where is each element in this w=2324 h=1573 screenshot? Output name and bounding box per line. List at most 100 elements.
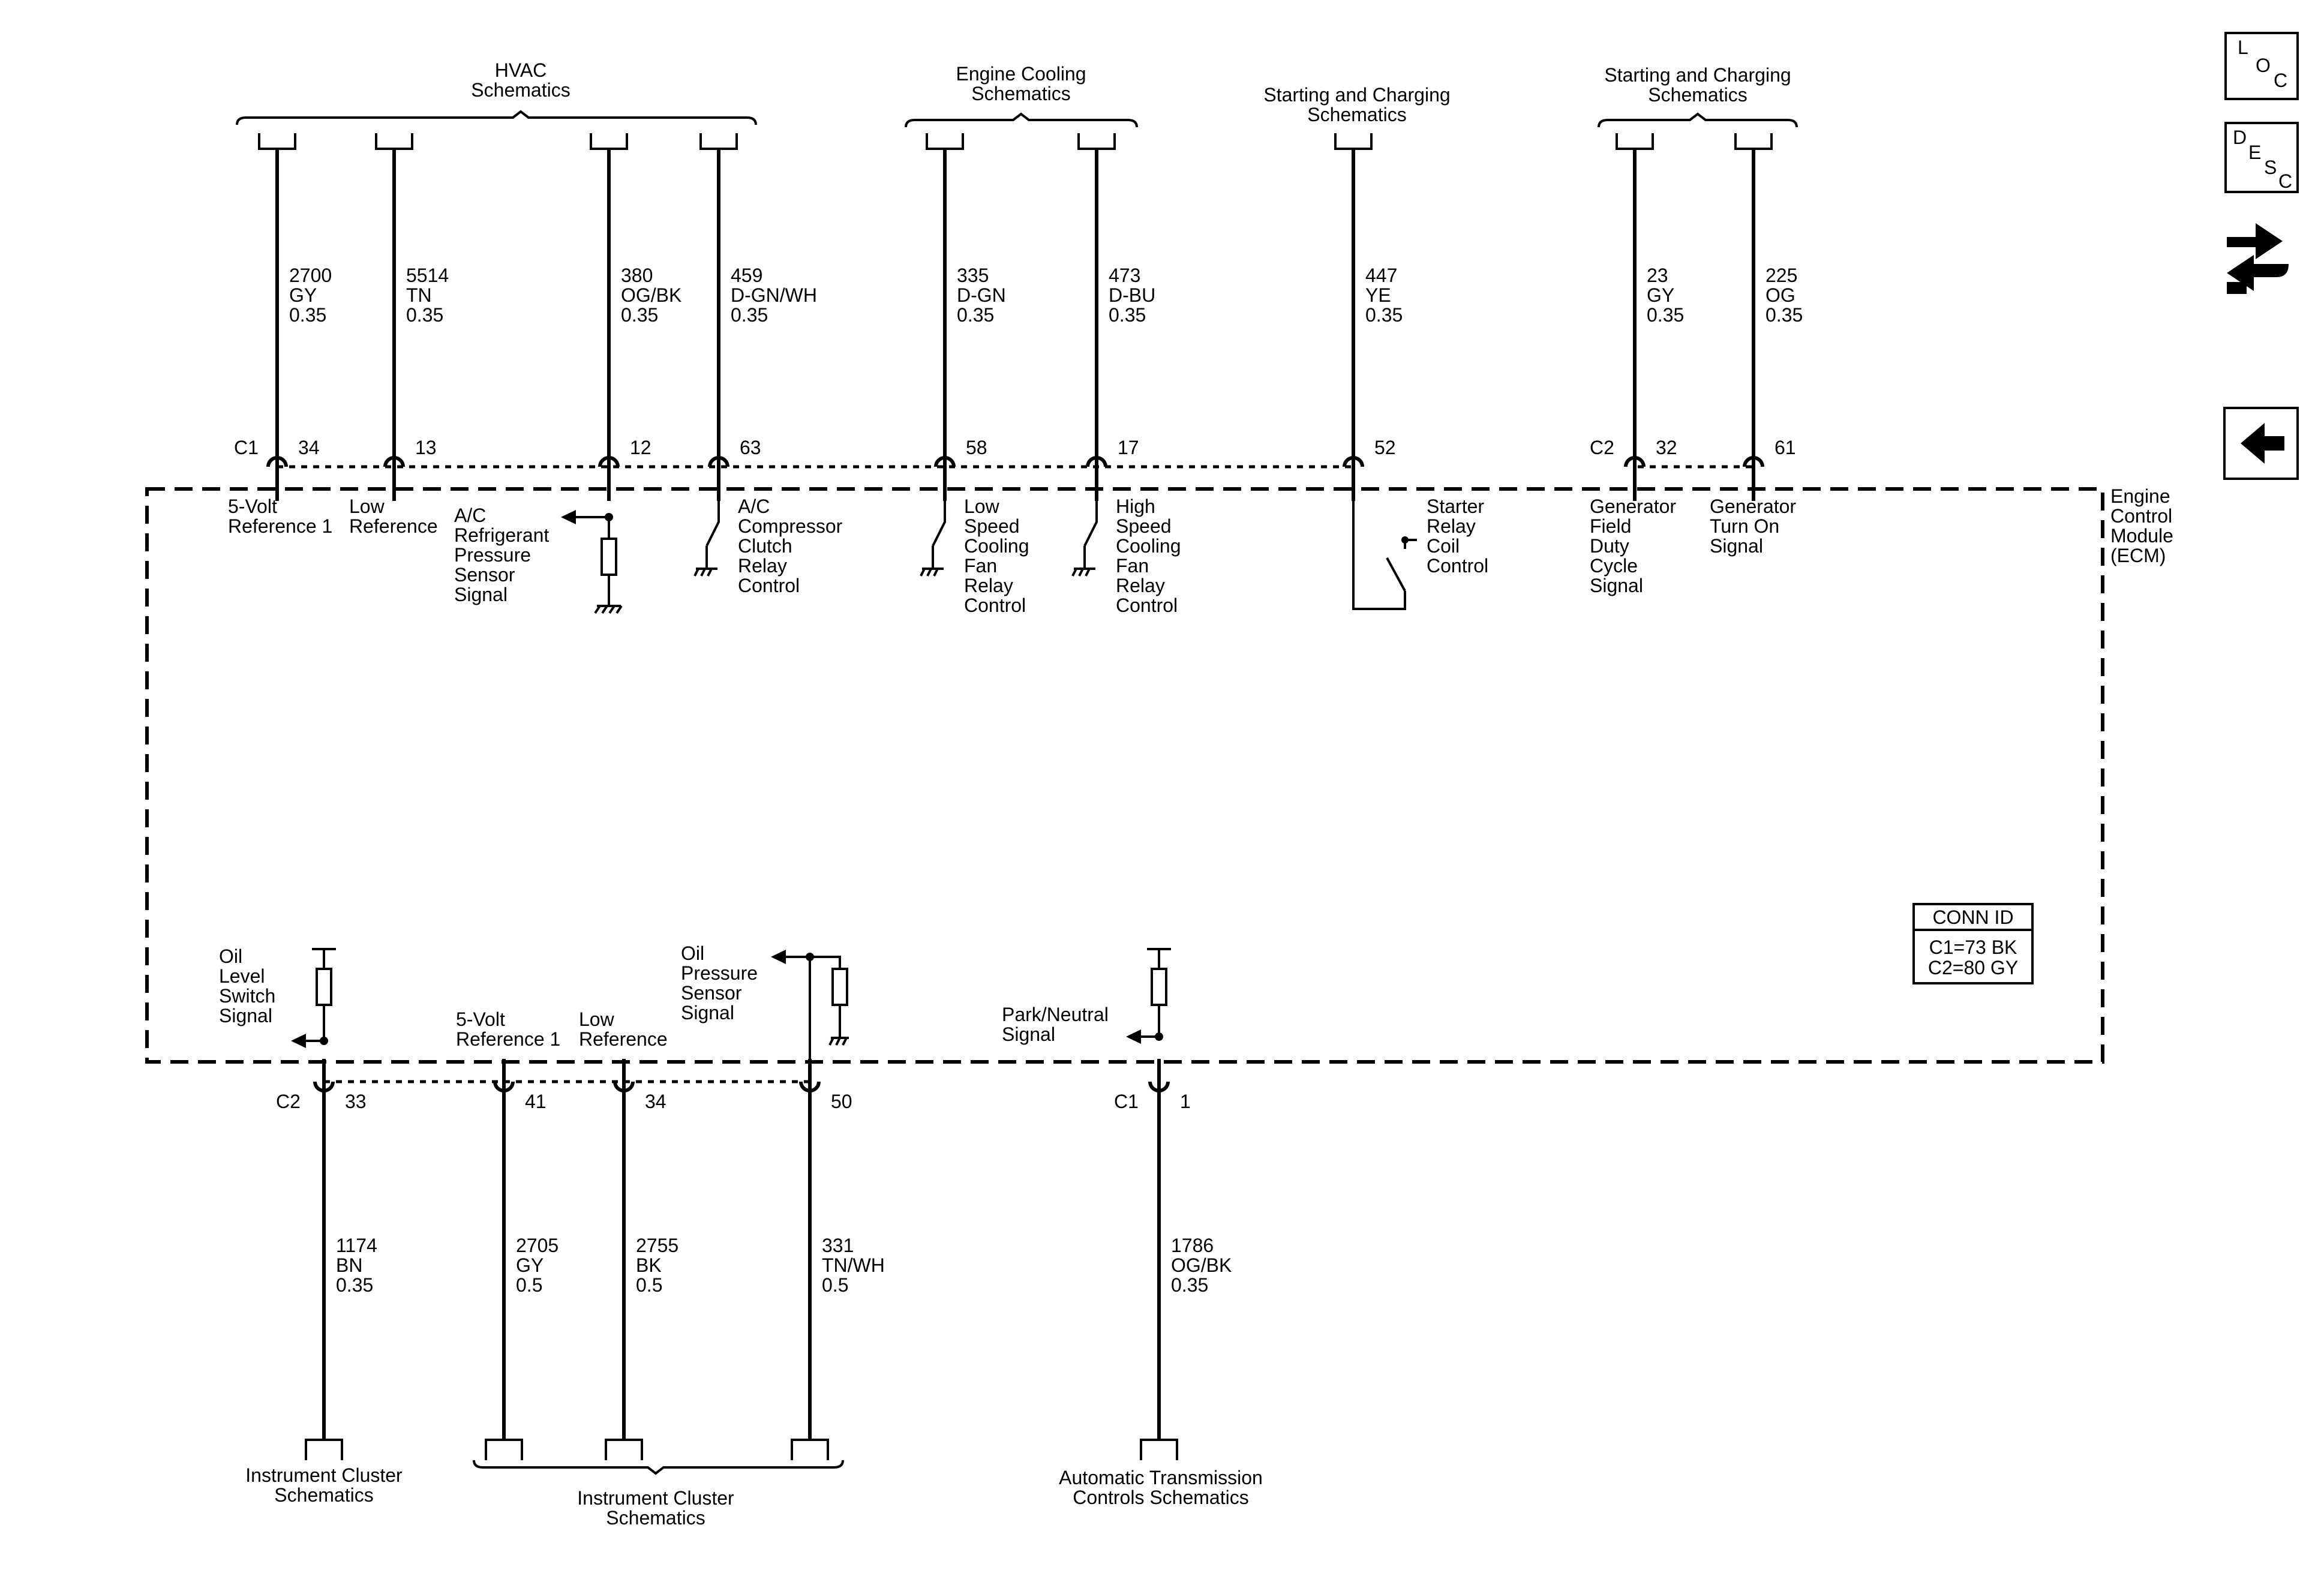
wire-gauge: 0.35 [1171,1274,1208,1296]
wire-gauge: 0.35 [1109,304,1146,326]
svg-text:HVAC: HVAC [495,59,547,81]
wire-color: GY [289,284,317,306]
circuit-number: 1786 [1171,1235,1214,1256]
park-neutral-internal [1126,948,1171,1044]
pin-number: 61 [1774,437,1796,458]
circuit-function: Sensor [681,982,742,1004]
pin-number: 12 [630,437,651,458]
circuit-function: Signal [1710,535,1763,557]
top-connector-c2-label: C2 [1590,437,1614,458]
circuit-function: Signal [454,584,508,605]
engine-cooling-schematics-link[interactable]: Engine Cooling Schematics [905,63,1138,128]
low-speed-fan-relay-driver [920,501,946,577]
oil-level-switch-internal [291,948,336,1048]
wire-color: D-GN/WH [731,284,817,306]
circuit-function: Coil [1427,535,1460,557]
svg-text:Module: Module [2110,525,2173,547]
circuit-function: Park/Neutral [1002,1004,1109,1025]
pin-number: 32 [1656,437,1677,458]
circuit-function: A/C [454,505,486,526]
svg-text:Schematics: Schematics [1307,104,1406,125]
wire-gauge: 0.35 [621,304,658,326]
circuit-function: Reference 1 [456,1028,560,1050]
instrument-cluster-schematics-link-1[interactable]: Instrument Cluster Schematics [245,1464,403,1506]
wire-gauge: 0.35 [1765,304,1803,326]
svg-text:S: S [2264,157,2277,178]
desc-icon[interactable]: D E S C [2224,122,2299,193]
circuit-number: 447 [1365,265,1397,286]
hvac-schematics-link[interactable]: HVAC Schematics [236,59,757,125]
ac-pressure-sensor-internal [561,510,623,614]
loc-icon[interactable]: L O C [2224,32,2299,100]
circuit-function: Speed [964,515,1020,537]
circuit-function: Control [1427,555,1488,577]
svg-text:Instrument Cluster: Instrument Cluster [577,1487,734,1509]
circuit-function: Starter [1427,496,1484,517]
pin-number: 52 [1374,437,1396,458]
circuit-function: Clutch [738,535,792,557]
starter-relay-control-internal [1352,485,1417,610]
circuit-function: Reference 1 [228,515,332,537]
instrument-cluster-schematics-link-2[interactable]: Instrument Cluster Schematics [473,1460,844,1529]
wire-color: GY [516,1254,544,1276]
svg-text:Controls Schematics: Controls Schematics [1073,1487,1248,1508]
circuit-function: Duty [1590,535,1629,557]
starting-charging-schematics-link-1[interactable]: Starting and Charging Schematics [1263,84,1450,125]
top-wire-380: 380OG/BK0.3512A/CRefrigerantPressureSens… [454,133,681,605]
high-speed-fan-relay-driver [1071,501,1098,577]
svg-text:Schematics: Schematics [606,1507,705,1529]
svg-text:Starting and Charging: Starting and Charging [1604,64,1791,86]
wire-gauge: 0.35 [336,1274,373,1296]
circuit-function: Low [579,1008,615,1030]
circuit-function: A/C [738,496,770,517]
wire-color: GY [1647,284,1674,306]
circuit-function: Reference [579,1028,668,1050]
circuit-number: 23 [1647,265,1668,286]
wire-color: TN [406,284,432,306]
circuit-number: 459 [731,265,762,286]
pin-number: 17 [1118,437,1139,458]
back-arrow-icon[interactable] [2223,407,2299,480]
circuit-function: Relay [1427,515,1476,537]
starting-charging-schematics-link-2[interactable]: Starting and Charging Schematics [1598,64,1798,128]
automatic-transmission-schematics-link[interactable]: Automatic Transmission Controls Schemati… [1059,1467,1263,1508]
circuit-number: 225 [1765,265,1797,286]
pin-number: 34 [298,437,320,458]
svg-text:(ECM): (ECM) [2110,545,2166,566]
svg-text:C: C [2278,170,2292,192]
circuit-function: Pressure [681,962,758,984]
ecm-module-label: Engine Control Module (ECM) [2110,485,2173,566]
wire-color: OG [1765,284,1795,306]
circuit-number: 5514 [406,265,449,286]
wire-gauge: 0.35 [1647,304,1684,326]
circuit-number: 2755 [636,1235,678,1256]
circuit-function: Speed [1116,515,1172,537]
circuit-function: Cooling [964,535,1029,557]
pin-number: 58 [966,437,987,458]
circuit-number: 335 [957,265,989,286]
circuit-function: Switch [219,985,275,1007]
wire-gauge: 0.35 [731,304,768,326]
top-connector-c1-label: C1 [234,437,259,458]
pin-number: 63 [740,437,761,458]
wire-color: OG/BK [1171,1254,1232,1276]
wire-gauge: 0.35 [406,304,443,326]
wire-gauge: 0.5 [822,1274,848,1296]
pin-number: 1 [1180,1091,1191,1112]
connector-end-view-icon[interactable] [2227,223,2289,294]
svg-text:Control: Control [2110,505,2172,527]
svg-text:Schematics: Schematics [471,79,570,101]
circuit-function: High [1116,496,1155,517]
top-wire-473: 473D-BU0.3517HighSpeedCoolingFanRelayCon… [1077,133,1181,616]
svg-text:Automatic Transmission: Automatic Transmission [1059,1467,1263,1488]
circuit-function: 5-Volt [456,1008,505,1030]
wire-color: D-BU [1109,284,1155,306]
ac-clutch-relay-driver [693,501,720,577]
top-wire-459: 459D-GN/WH0.3563A/CCompressorClutchRelay… [699,133,843,596]
